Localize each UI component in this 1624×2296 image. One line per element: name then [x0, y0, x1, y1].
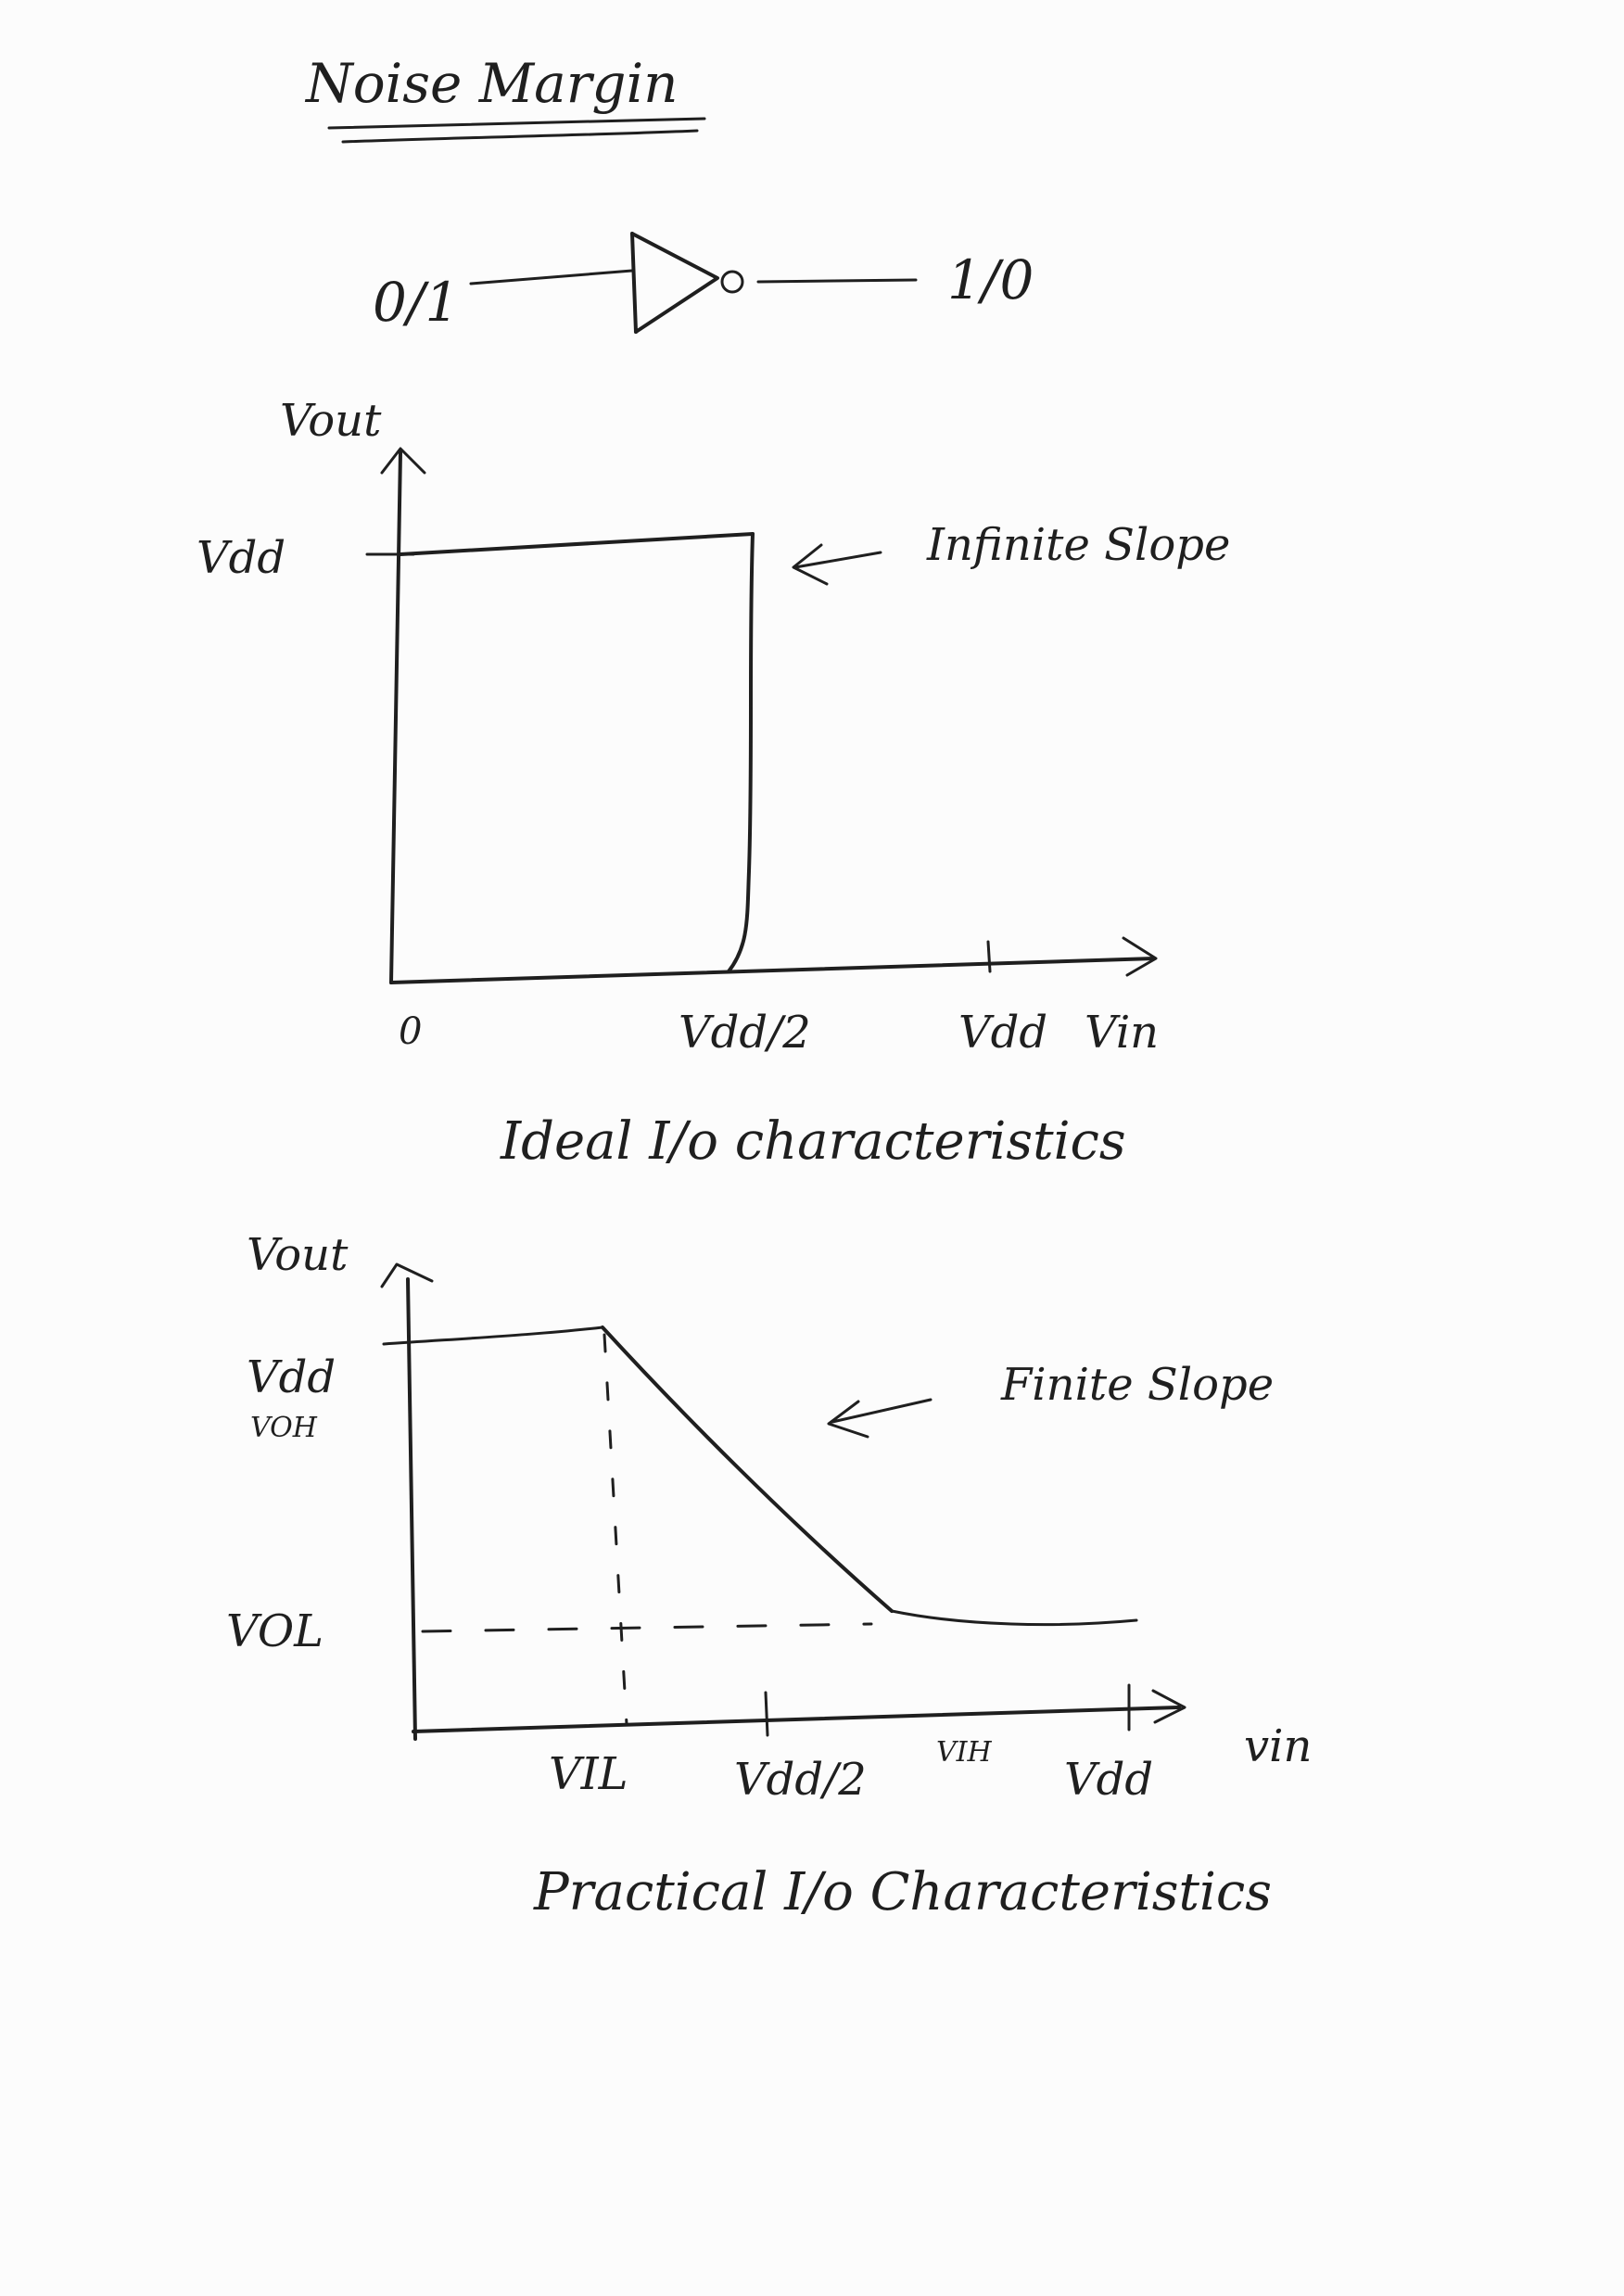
ideal-x-axis-label: Vin — [1085, 1007, 1159, 1059]
practical-vol-guide — [421, 1622, 873, 1633]
inverter-input-label: 0/1 — [373, 271, 459, 334]
ideal-annotation: Infinite Slope — [926, 519, 1230, 571]
inverter-output-label: 1/0 — [947, 248, 1034, 311]
ideal-y-axis — [389, 450, 402, 984]
ideal-x-axis — [389, 957, 1156, 984]
inverter-triangle-back — [630, 232, 638, 334]
practical-x-axis-arrowhead — [1151, 1689, 1186, 1724]
practical-x-half-tick — [764, 1691, 769, 1737]
practical-y-axis — [406, 1277, 417, 1741]
ideal-y-axis-arrowhead — [380, 447, 426, 475]
ideal-y-axis-label: Vout — [280, 395, 382, 447]
practical-graph: Vout Vdd VOH VOL VIL Vdd/2 VIH Vdd vin F… — [226, 1229, 1312, 1922]
practical-y-axis-label: Vout — [247, 1229, 349, 1281]
inverter-input-wire — [469, 269, 634, 285]
practical-y-tick-vol: VOL — [226, 1605, 324, 1657]
practical-curve-slope — [601, 1326, 894, 1613]
practical-y-axis-arrowhead — [380, 1262, 434, 1288]
ideal-x-tick-half: Vdd/2 — [679, 1007, 811, 1059]
practical-x-tick-vil: VIL — [549, 1748, 628, 1800]
practical-vil-guide — [603, 1333, 628, 1726]
ideal-graph: Vout Vdd 0 Vdd/2 Vdd Vin Infinite Slope … — [197, 395, 1230, 1172]
ideal-annotation-arrowhead — [792, 543, 829, 586]
practical-annotation: Finite Slope — [1000, 1359, 1274, 1411]
inverter-bubble — [720, 270, 744, 294]
inverter-output-wire — [756, 278, 918, 284]
ideal-curve-vertical — [727, 532, 755, 973]
practical-caption: Practical I/o Characteristics — [533, 1862, 1272, 1922]
practical-x-axis-label: vin — [1244, 1720, 1312, 1772]
practical-annotation-arrow-shaft — [831, 1398, 933, 1424]
ideal-x-tick-zero: 0 — [399, 1010, 422, 1053]
practical-x-tick-vih: VIH — [936, 1736, 993, 1769]
practical-curve-low — [890, 1609, 1138, 1627]
ideal-curve-high — [399, 532, 755, 556]
practical-y-tick-vdd: Vdd — [247, 1351, 336, 1403]
ideal-y-tick-vdd: Vdd — [197, 532, 285, 584]
practical-x-tick-vdd: Vdd — [1064, 1754, 1153, 1806]
ideal-x-axis-arrowhead — [1122, 936, 1158, 977]
title-underline-1 — [327, 117, 706, 130]
ideal-x-vdd-tick — [986, 940, 992, 973]
practical-x-axis — [412, 1706, 1181, 1733]
ideal-annotation-arrow-shaft — [793, 551, 882, 569]
ideal-caption: Ideal I/o characteristics — [500, 1111, 1126, 1172]
title-underline-2 — [341, 129, 699, 144]
practical-annotation-arrowhead — [827, 1400, 869, 1439]
practical-curve-high — [382, 1326, 604, 1346]
ideal-x-tick-vdd: Vdd — [958, 1007, 1047, 1059]
practical-y-tick-voh: VOH — [250, 1412, 318, 1444]
practical-x-tick-half: Vdd/2 — [734, 1754, 867, 1806]
inverter-triangle — [630, 232, 719, 334]
page-title: Noise Margin — [304, 52, 678, 115]
